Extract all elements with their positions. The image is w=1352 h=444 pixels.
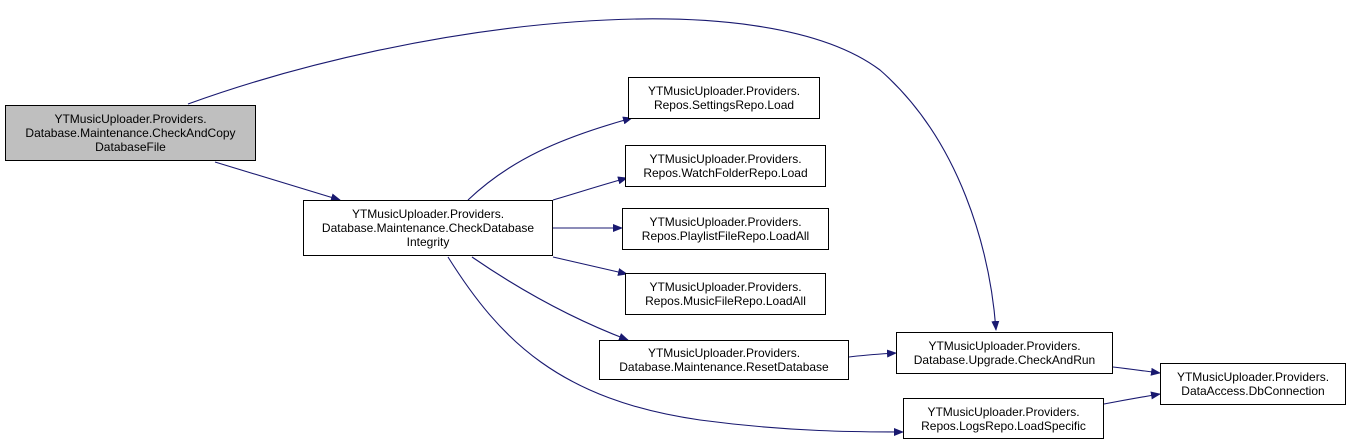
node-label-line: Repos.SettingsRepo.Load <box>653 98 795 112</box>
node-label-line: Repos.LogsRepo.LoadSpecific <box>921 418 1086 433</box>
node-label-line: YTMusicUploader.Providers. <box>1176 370 1330 384</box>
edge-logs-load-to-dbconnection <box>1103 391 1161 405</box>
edge-reset-db-to-upgrade <box>848 349 897 358</box>
edge-check-copy-to-upgrade <box>187 18 1000 331</box>
node-playlist-file-repo-loadall[interactable]: YTMusicUploader.Providers. Repos.Playlis… <box>622 208 829 250</box>
node-label-line: YTMusicUploader.Providers. <box>927 404 1080 419</box>
node-music-file-repo-loadall[interactable]: YTMusicUploader.Providers. Repos.MusicFi… <box>625 273 826 315</box>
node-label-line: YTMusicUploader.Providers. <box>649 215 802 229</box>
node-label-line: YTMusicUploader.Providers. <box>928 339 1081 353</box>
node-label-line: YTMusicUploader.Providers. <box>649 280 802 294</box>
node-settings-repo-load[interactable]: YTMusicUploader.Providers. Repos.Setting… <box>628 77 820 119</box>
edge-check-integrity-to-watchfolder-load <box>552 176 628 201</box>
node-label-line: YTMusicUploader.Providers. <box>647 84 801 98</box>
node-label-line: YTMusicUploader.Providers. <box>649 152 802 166</box>
node-label-line: YTMusicUploader.Providers. <box>351 207 505 221</box>
node-db-connection[interactable]: YTMusicUploader.Providers. DataAccess.Db… <box>1160 363 1346 405</box>
node-label-line: Database.Maintenance.ResetDatabase <box>619 360 829 374</box>
node-check-database-integrity[interactable]: YTMusicUploader.Providers. Database.Main… <box>303 200 553 256</box>
edge-check-integrity-to-musicfile-loadall <box>552 256 628 276</box>
node-label-line: Database.Maintenance.CheckAndCopy <box>25 126 236 140</box>
node-label-line: YTMusicUploader.Providers. <box>647 346 801 360</box>
node-label-line: Integrity <box>406 235 450 249</box>
node-label-line: DataAccess.DbConnection <box>1181 384 1325 398</box>
node-label-line: YTMusicUploader.Providers. <box>54 112 207 126</box>
edge-check-copy-to-check-integrity <box>214 161 341 202</box>
node-label-line: Repos.WatchFolderRepo.Load <box>643 166 808 180</box>
edge-check-integrity-to-logs-load <box>447 256 904 436</box>
node-logs-repo-load-specific[interactable]: YTMusicUploader.Providers. Repos.LogsRep… <box>903 398 1104 439</box>
node-upgrade-check-and-run[interactable]: YTMusicUploader.Providers. Database.Upgr… <box>896 332 1113 374</box>
node-label-line: Database.Upgrade.CheckAndRun <box>913 353 1096 367</box>
edge-check-integrity-to-reset-db <box>471 256 629 341</box>
node-label-line: Repos.MusicFileRepo.LoadAll <box>645 294 806 308</box>
node-reset-database[interactable]: YTMusicUploader.Providers. Database.Main… <box>599 340 849 380</box>
edge-check-integrity-to-settings-load <box>467 116 633 201</box>
node-label-line: DatabaseFile <box>95 140 166 154</box>
node-label-line: Repos.PlaylistFileRepo.LoadAll <box>641 229 810 243</box>
node-label-line: Database.Maintenance.CheckDatabase <box>321 221 535 235</box>
node-check-and-copy-database-file[interactable]: YTMusicUploader.Providers. Database.Main… <box>5 105 256 161</box>
edge-upgrade-to-dbconnection <box>1112 366 1161 376</box>
node-watch-folder-repo-load[interactable]: YTMusicUploader.Providers. Repos.WatchFo… <box>625 145 826 187</box>
